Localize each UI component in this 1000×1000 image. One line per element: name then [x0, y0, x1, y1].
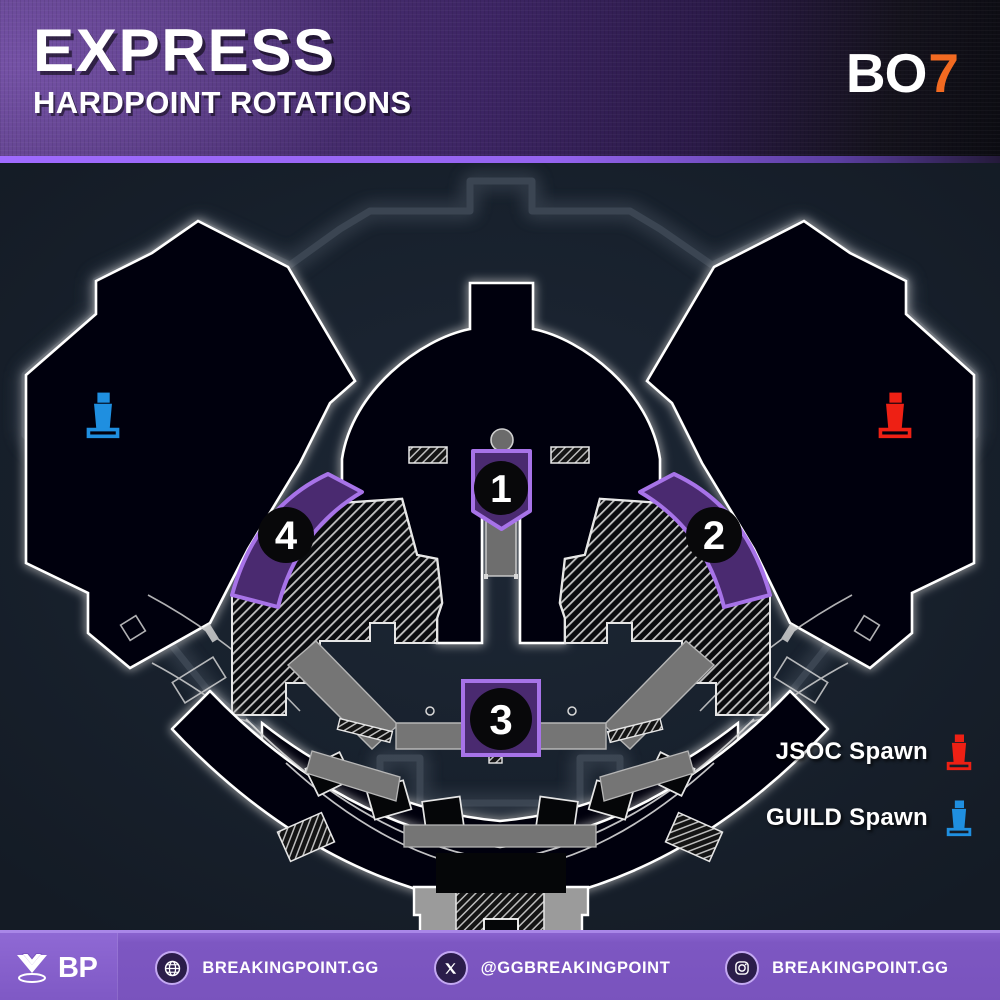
footer-brand-label: BP [58, 951, 98, 984]
footer-instagram-label: BREAKINGPOINT.GG [772, 958, 949, 977]
legend-label-guild: GUILD Spawn [766, 804, 928, 831]
footer-link-x[interactable]: @GGBREAKINGPOINT [433, 951, 671, 985]
map-bottom-tunnel [412, 853, 590, 930]
instagram-icon [725, 951, 760, 985]
page-subtitle: HARDPOINT ROTATIONS [33, 85, 412, 120]
bo7-logo-bo: BO [845, 42, 927, 104]
hardpoint-label-3: 3 [489, 696, 512, 743]
legend-label-jsoc: JSOC Spawn [775, 738, 928, 765]
footer-link-instagram[interactable]: BREAKINGPOINT.GG [725, 951, 948, 985]
footer-brand[interactable]: BP [0, 933, 118, 1000]
globe-icon [155, 951, 190, 985]
bo7-logo-seven: 7 [928, 42, 959, 104]
spawn-marker-jsoc [878, 392, 912, 439]
footer-bar: BP BREAKINGPOINT.GG [0, 930, 1000, 1000]
legend-item-jsoc: JSOC Spawn [776, 732, 974, 772]
hardpoint-marker-4[interactable]: 4 [258, 507, 314, 563]
map-container: 4 2 1 3 [0, 163, 1000, 930]
map-diagram: 4 2 1 3 [21, 177, 979, 930]
map-detail-circle [490, 428, 514, 452]
hardpoint-label-1: 1 [490, 468, 512, 511]
bp-chevron-logo-icon [17, 953, 47, 983]
hardpoint-label-4: 4 [275, 514, 298, 558]
x-twitter-icon [433, 951, 468, 985]
legend: JSOC Spawn GUILD Spawn [766, 732, 974, 838]
spawn-marker-icon-guild [946, 800, 972, 837]
hardpoint-markers: 4 2 1 3 [258, 461, 742, 750]
legend-item-guild: GUILD Spawn [766, 798, 974, 838]
footer-website-label: BREAKINGPOINT.GG [202, 958, 379, 977]
header-divider [0, 156, 1000, 163]
hardpoint-marker-3[interactable]: 3 [470, 688, 532, 750]
hardpoint-marker-1[interactable]: 1 [474, 461, 528, 515]
spawn-marker-icon-jsoc [946, 734, 972, 771]
hardpoint-label-2: 2 [703, 514, 725, 558]
page-title: EXPRESS [33, 17, 336, 84]
hardpoint-marker-2[interactable]: 2 [686, 507, 742, 563]
footer-links: BREAKINGPOINT.GG @GGBREAKINGPOINT [118, 951, 1000, 985]
footer-link-website[interactable]: BREAKINGPOINT.GG [155, 951, 378, 985]
spawn-marker-guild [86, 392, 120, 439]
footer-x-label: @GGBREAKINGPOINT [480, 958, 671, 977]
map-left-wing [24, 219, 357, 829]
title-block: EXPRESS HARDPOINT ROTATIONS [33, 21, 412, 120]
